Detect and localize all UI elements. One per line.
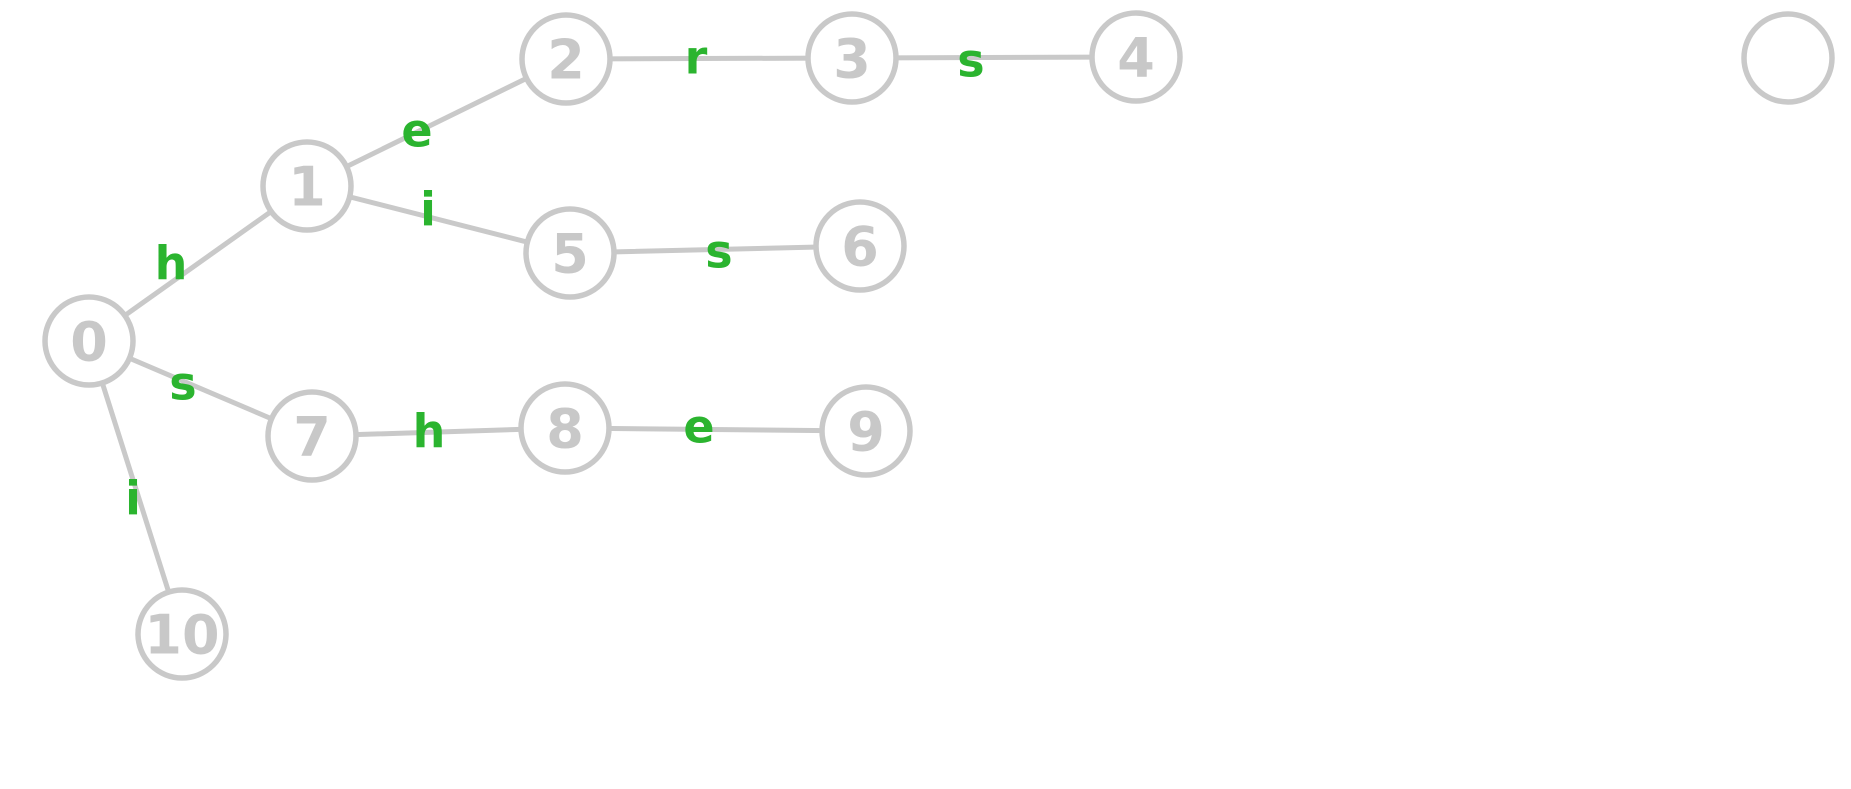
node-8: 8: [518, 381, 612, 475]
edge-label-0-1: h: [155, 237, 188, 291]
node-4: 4: [1089, 10, 1183, 104]
node-0: 0: [42, 294, 136, 388]
empty-node-circle: [1741, 11, 1835, 105]
edge-label-8-9: e: [683, 400, 714, 454]
node-number-4: 4: [1117, 26, 1155, 89]
node-circle-3: [805, 11, 899, 105]
edge-8-9: [562, 425, 869, 434]
node-9: 9: [819, 384, 913, 478]
node-number-1: 1: [288, 155, 326, 218]
edge-label-1-2: e: [401, 104, 432, 158]
node-number-3: 3: [833, 27, 871, 90]
node-circle-2: [519, 12, 613, 106]
edge-5-6: [567, 243, 863, 256]
node-isolated-0: [1741, 11, 1835, 105]
node-layer: 0 1 2 3 4 5 6 7 8 9 10: [42, 10, 1835, 681]
node-number-9: 9: [847, 400, 885, 463]
node-circle-6: [813, 199, 907, 293]
edge-label-5-6: s: [705, 225, 732, 279]
node-circle-7: [265, 389, 359, 483]
node-circle-8: [518, 381, 612, 475]
node-5: 5: [523, 206, 617, 300]
node-circle-0: [42, 294, 136, 388]
node-number-10: 10: [144, 603, 219, 666]
node-number-8: 8: [546, 397, 584, 460]
node-number-0: 0: [70, 310, 108, 373]
edge-3-4: [849, 54, 1139, 61]
node-number-5: 5: [551, 222, 589, 285]
node-6: 6: [813, 199, 907, 293]
node-circle-1: [260, 139, 354, 233]
edge-label-7-8: h: [413, 405, 446, 459]
node-number-6: 6: [841, 215, 879, 278]
edge-layer: [86, 54, 1139, 637]
edge-0-10: [86, 338, 185, 637]
node-number-2: 2: [547, 28, 585, 91]
node-2: 2: [519, 12, 613, 106]
edge-1-2: [304, 56, 569, 189]
edge-label-1-5: i: [420, 183, 436, 237]
edge-label-0-10: i: [125, 472, 141, 526]
node-circle-10: [135, 587, 229, 681]
edge-2-3: [563, 55, 855, 62]
node-3: 3: [805, 11, 899, 105]
node-circle-5: [523, 206, 617, 300]
node-circle-4: [1089, 10, 1183, 104]
node-number-7: 7: [293, 405, 331, 468]
node-10: 10: [135, 587, 229, 681]
edge-label-2-3: r: [685, 31, 708, 85]
node-7: 7: [265, 389, 359, 483]
edge-label-3-4: s: [957, 34, 984, 88]
edge-label-0-7: s: [169, 357, 196, 411]
node-circle-9: [819, 384, 913, 478]
node-1: 1: [260, 139, 354, 233]
